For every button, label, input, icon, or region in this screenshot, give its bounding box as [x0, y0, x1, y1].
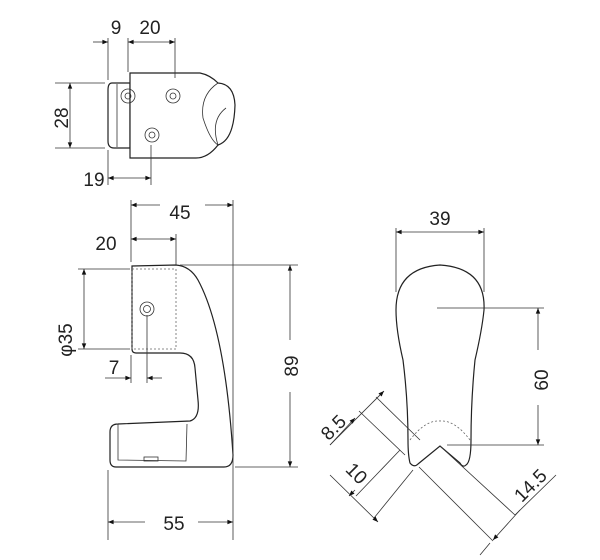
dim-front-10: 10 [341, 459, 371, 489]
dim-side-45: 45 [169, 203, 190, 224]
dim-top-19: 19 [83, 170, 104, 191]
top-back-plate [107, 82, 131, 149]
screw-hole-icon [165, 88, 181, 104]
dim-side-20: 20 [95, 234, 116, 255]
dim-front-39: 39 [429, 209, 450, 230]
top-view: 9 20 28 19 [52, 18, 236, 191]
clamp-hidden-outline [131, 268, 177, 350]
screw-hole-icon [144, 127, 160, 143]
side-view: 45 20 φ35 7 89 55 [56, 200, 303, 540]
dim-front-8-5: 8.5 [317, 411, 351, 445]
top-main-body [129, 72, 236, 159]
dim-side-55: 55 [163, 514, 184, 535]
front-hook-body [395, 264, 485, 467]
dim-side-diameter-35: φ35 [56, 323, 77, 356]
dim-top-20: 20 [139, 18, 160, 39]
dim-side-89: 89 [282, 355, 303, 376]
dim-side-7: 7 [109, 358, 120, 379]
dim-top-28: 28 [52, 107, 73, 128]
dim-top-9: 9 [111, 18, 122, 39]
side-body [109, 264, 234, 468]
dim-front-60: 60 [532, 369, 553, 390]
screw-hole-icon [120, 88, 136, 104]
front-view: 39 60 8.5 10 14.5 [317, 209, 557, 556]
dim-front-14-5: 14.5 [511, 466, 552, 507]
